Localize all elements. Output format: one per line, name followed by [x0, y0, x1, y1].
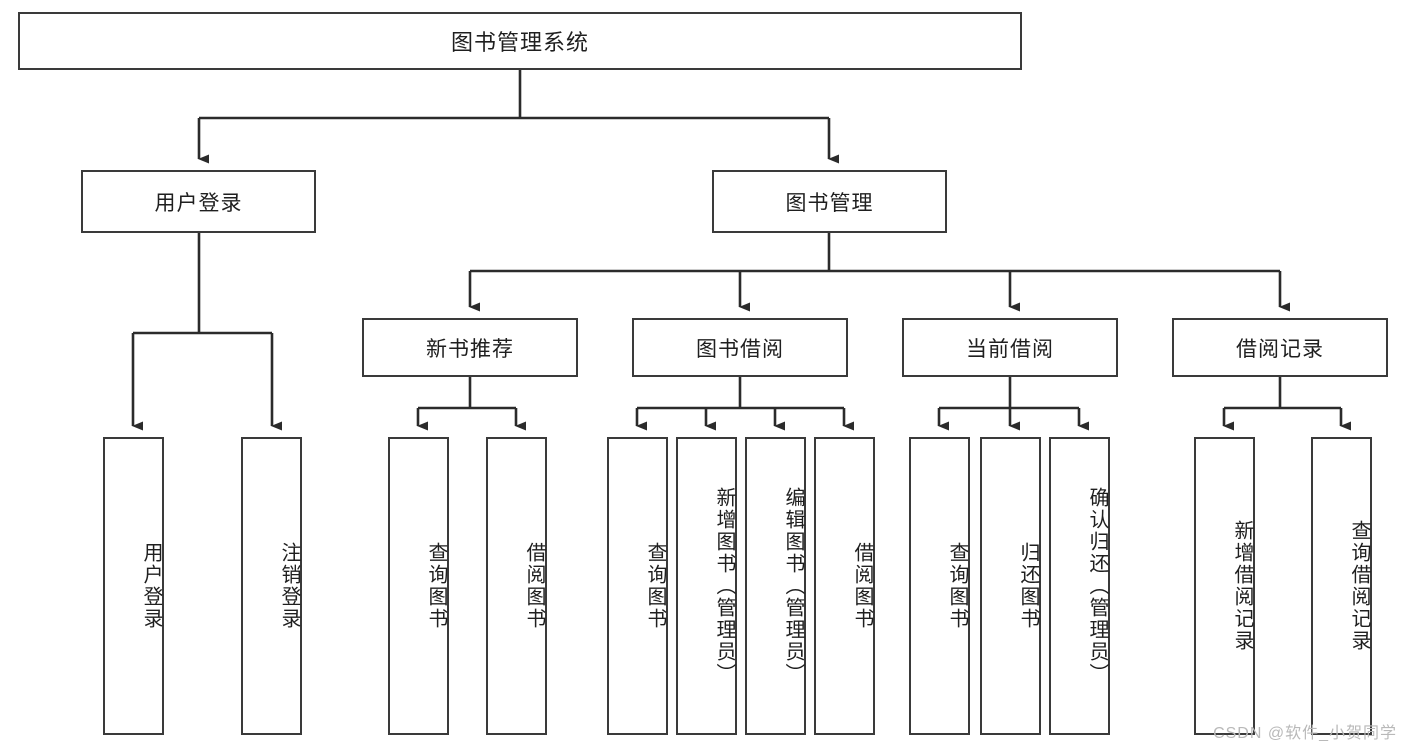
leaf-record-add-record[interactable]: 新增借阅记录	[1194, 437, 1255, 735]
leaf-borrow-borrow-book[interactable]: 借阅图书	[814, 437, 875, 735]
leaf-user-login-logout[interactable]: 注销登录	[241, 437, 302, 735]
leaf-borrow-edit-book-admin[interactable]: 编辑图书（管理员）	[745, 437, 806, 735]
node-root-system[interactable]: 图书管理系统	[18, 12, 1022, 70]
node-borrow-record[interactable]: 借阅记录	[1172, 318, 1388, 377]
leaf-recommend-query-book[interactable]: 查询图书	[388, 437, 449, 735]
leaf-record-query-record[interactable]: 查询借阅记录	[1311, 437, 1372, 735]
node-book-borrow[interactable]: 图书借阅	[632, 318, 848, 377]
leaf-current-confirm-return-admin[interactable]: 确认归还（管理员）	[1049, 437, 1110, 735]
leaf-recommend-borrow-book[interactable]: 借阅图书	[486, 437, 547, 735]
node-user-login[interactable]: 用户登录	[81, 170, 316, 233]
leaf-current-return-book[interactable]: 归还图书	[980, 437, 1041, 735]
leaf-user-login-login[interactable]: 用户登录	[103, 437, 164, 735]
leaf-borrow-query-book[interactable]: 查询图书	[607, 437, 668, 735]
node-new-book-recommend[interactable]: 新书推荐	[362, 318, 578, 377]
leaf-borrow-add-book-admin[interactable]: 新增图书（管理员）	[676, 437, 737, 735]
node-current-borrow[interactable]: 当前借阅	[902, 318, 1118, 377]
csdn-watermark: CSDN @软件_小贺同学	[1213, 725, 1397, 742]
node-book-management[interactable]: 图书管理	[712, 170, 947, 233]
leaf-current-query-book[interactable]: 查询图书	[909, 437, 970, 735]
